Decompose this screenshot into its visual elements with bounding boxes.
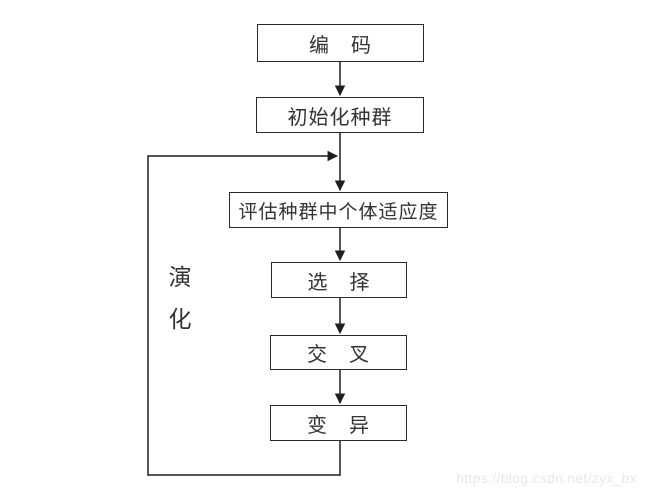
flow-node-evaluate-fitness: 评估种群中个体适应度: [229, 192, 448, 228]
flow-node-encode: 编 码: [257, 24, 424, 62]
flow-node-init-population: 初始化种群: [256, 97, 424, 133]
watermark-url: https://blog.csdn.net/zyx_bx: [456, 471, 637, 486]
flow-node-mutation: 变 异: [270, 405, 407, 441]
loop-feedback-arrow: [147, 150, 341, 476]
flow-node-selection: 选 择: [271, 262, 407, 298]
loop-label-evolution: 演化: [168, 264, 192, 332]
flow-node-crossover: 交 叉: [270, 335, 407, 370]
